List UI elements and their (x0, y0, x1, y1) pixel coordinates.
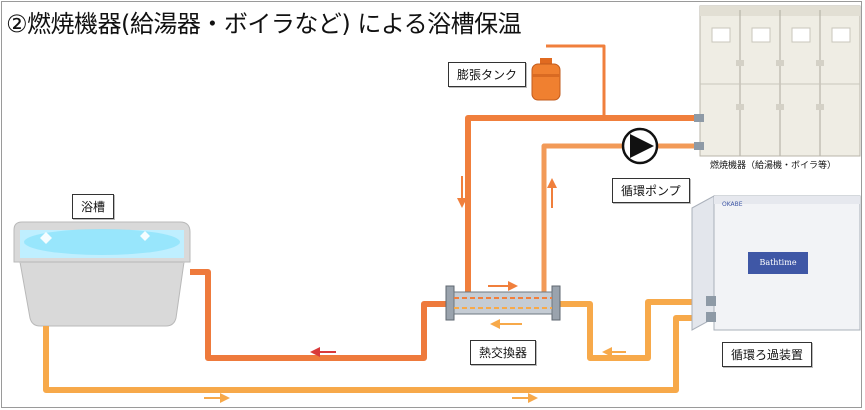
filter-maker-text: OKABE (722, 201, 743, 208)
pipe-expansion-tank (546, 44, 606, 118)
pipe-bottom-loop (43, 315, 706, 393)
flow-arrows (204, 176, 626, 403)
heat-exchanger-graphic (445, 285, 561, 321)
pipe-boiler-return (541, 143, 700, 292)
filter-brand-text: Bathtime (759, 258, 796, 267)
filter-device-graphic: Bathtime OKABE (691, 195, 861, 331)
boiler-graphic (694, 5, 861, 157)
pump-label: 循環ポンプ (612, 178, 690, 203)
pipe-exchanger-to-filter (560, 299, 706, 361)
bathtub-graphic (13, 221, 191, 327)
pipe-boiler-supply (465, 115, 700, 292)
page-title: ②燃焼機器(給湯器・ボイラなど) による浴槽保温 (6, 10, 522, 38)
filter-label: 循環ろ過装置 (722, 342, 813, 367)
bathtub-label: 浴槽 (72, 194, 115, 219)
expansion-tank-label: 膨張タンク (448, 62, 527, 87)
heat-exchanger-label: 熱交換器 (470, 340, 537, 365)
expansion-tank-graphic (531, 58, 561, 101)
boiler-label: 燃焼機器（給湯機・ボイラ等） (710, 161, 837, 171)
pipe-bath-to-exchanger (190, 269, 448, 361)
pump-graphic (621, 127, 659, 165)
